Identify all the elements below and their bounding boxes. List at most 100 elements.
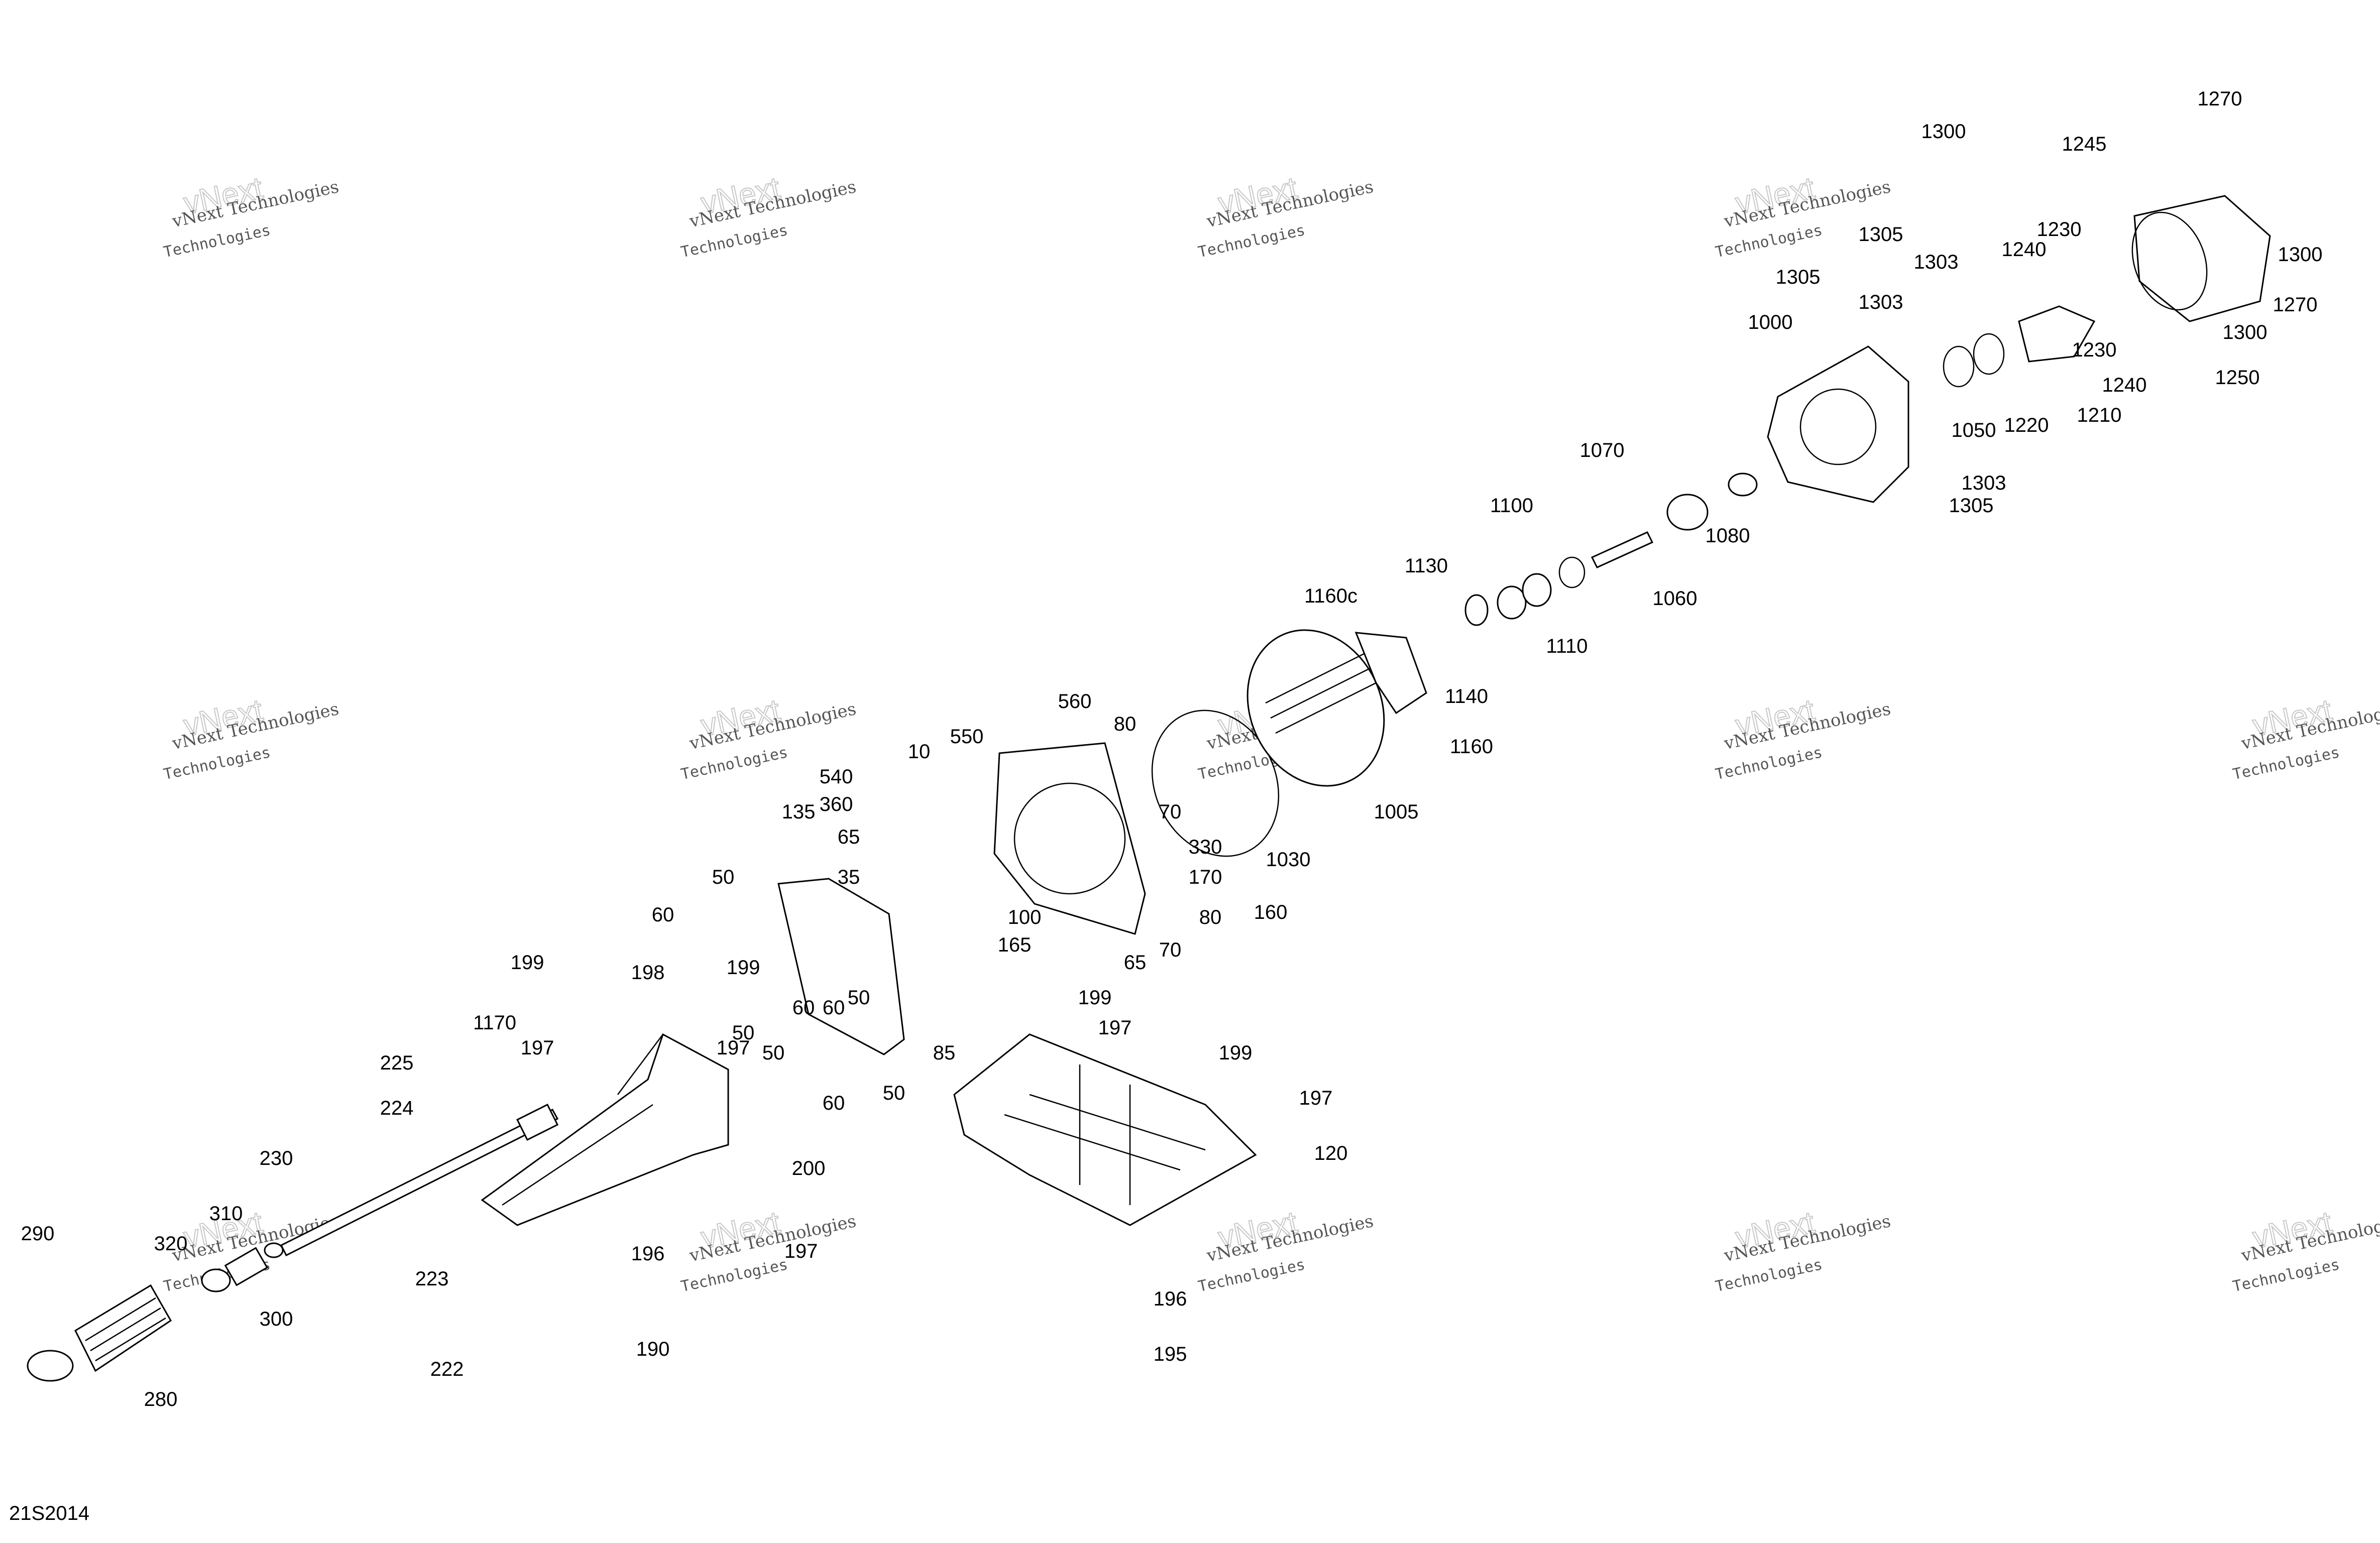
wear-ring-1005-ribs <box>1265 652 1377 734</box>
callout-label: 197 <box>1098 1017 1132 1039</box>
plate-135 <box>777 878 905 1055</box>
callout-label: 225 <box>380 1052 414 1074</box>
callout-label: 320 <box>154 1233 188 1255</box>
callout-label: 65 <box>1124 952 1147 974</box>
callout-label: 65 <box>838 826 860 848</box>
callout-label: 1050 <box>1952 419 1996 441</box>
hose-clamp-290 <box>27 1350 74 1382</box>
callout-label: 170 <box>1189 866 1222 888</box>
callout-label: 1060 <box>1653 587 1697 610</box>
callout-label: 199 <box>727 957 760 979</box>
bushing-1170 <box>516 1103 559 1141</box>
ring-310 <box>264 1242 284 1258</box>
ride-plate-200-detail <box>502 1034 663 1206</box>
callout-label: 280 <box>144 1388 178 1410</box>
venturi-1250 <box>2133 195 2271 322</box>
callout-label: 197 <box>521 1037 554 1059</box>
callout-label: 80 <box>1199 906 1222 928</box>
callout-label: 50 <box>883 1082 905 1104</box>
callout-label: 199 <box>1219 1042 1253 1064</box>
cone-1210 <box>2018 305 2096 363</box>
callout-label: 1240 <box>2102 374 2147 396</box>
callout-label: 1140 <box>1445 685 1488 707</box>
callout-label: 1245 <box>2062 133 2107 155</box>
callout-label: 1300 <box>2223 321 2268 343</box>
callout-label: 1130 <box>1405 555 1448 577</box>
callout-label: 1070 <box>1580 439 1625 461</box>
parts-drawing-layer <box>27 195 2271 1382</box>
callout-label: 35 <box>838 866 860 888</box>
callout-label: 190 <box>636 1338 670 1360</box>
callout-label: 70 <box>1159 801 1182 823</box>
callout-label: 230 <box>260 1147 293 1169</box>
callout-label: 1303 <box>1914 251 1959 273</box>
callout-label: 224 <box>380 1097 414 1119</box>
callout-label: 290 <box>21 1223 55 1245</box>
callout-label: 1160 <box>1450 736 1493 758</box>
callout-label: 120 <box>1314 1142 1348 1164</box>
callout-label: 196 <box>631 1243 665 1265</box>
callout-label: 1305 <box>1859 223 1903 246</box>
bearing-1110b <box>1522 573 1552 607</box>
o-ring-1220b <box>1973 333 2005 375</box>
seal-carrier-300 <box>224 1247 268 1286</box>
callout-label: 165 <box>998 934 1032 956</box>
callout-label: 60 <box>823 997 845 1019</box>
callout-label: 198 <box>631 962 665 984</box>
callout-label: 195 <box>1154 1343 1187 1365</box>
pump-housing-1000-bore <box>1799 388 1877 465</box>
callout-label: 60 <box>792 997 815 1019</box>
ring-1130 <box>1464 594 1489 626</box>
callout-label: 1270 <box>2273 294 2318 316</box>
bearing-1110a <box>1497 585 1527 620</box>
callout-label: 330 <box>1189 836 1222 858</box>
callout-label: 70 <box>1159 939 1182 961</box>
boot-hose-280 <box>74 1284 172 1372</box>
callout-label: 60 <box>823 1092 845 1114</box>
callout-label: 1270 <box>2198 88 2242 110</box>
callout-label: 80 <box>1114 713 1137 735</box>
callout-label: 160 <box>1254 901 1288 923</box>
callout-label: 50 <box>712 866 735 888</box>
callout-label: 1080 <box>1706 525 1750 547</box>
callout-label: 560 <box>1058 690 1092 713</box>
callout-label: 1220 <box>2004 414 2049 436</box>
callout-label: 1000 <box>1748 311 1793 333</box>
callout-label: 1230 <box>2037 218 2082 241</box>
bearing-1070 <box>1666 494 1709 531</box>
callout-label: 1210 <box>2077 404 2122 426</box>
impeller-1160 <box>1354 632 1427 715</box>
ring-320 <box>201 1268 231 1292</box>
callout-label: 199 <box>511 952 544 974</box>
callout-label: 197 <box>784 1240 818 1262</box>
callout-label: 1230 <box>2072 339 2117 361</box>
ring-1100 <box>1558 556 1585 588</box>
callout-label: 1300 <box>2278 244 2323 266</box>
callout-label: 100 <box>1008 906 1042 928</box>
callout-label: 223 <box>415 1268 449 1290</box>
callout-label: 50 <box>848 987 870 1009</box>
callout-label: 1250 <box>2215 367 2260 389</box>
callout-label: 1303 <box>1962 472 2006 494</box>
callout-label: 199 <box>1078 987 1112 1009</box>
callout-label: 1160c <box>1304 585 1357 607</box>
callout-label: 1005 <box>1374 801 1419 823</box>
callout-label: 10 <box>908 741 931 763</box>
callout-label: 200 <box>792 1157 826 1179</box>
venturi-1250-opening <box>2131 211 2208 311</box>
callout-label: 1110 <box>1546 635 1588 657</box>
callout-label: 310 <box>209 1203 243 1225</box>
drawing-number: 21S2014 <box>9 1502 90 1524</box>
callout-label: 1030 <box>1266 849 1311 871</box>
callout-label: 300 <box>260 1308 293 1330</box>
callout-label: 1170 <box>473 1012 516 1034</box>
pump-housing-1000 <box>1767 345 1909 503</box>
callout-labels-layer: 1035505050505060606060656570708080851001… <box>21 88 2323 1410</box>
intake-grate-120-bars <box>1004 1064 1206 1205</box>
shaft-1060 <box>1591 531 1654 568</box>
